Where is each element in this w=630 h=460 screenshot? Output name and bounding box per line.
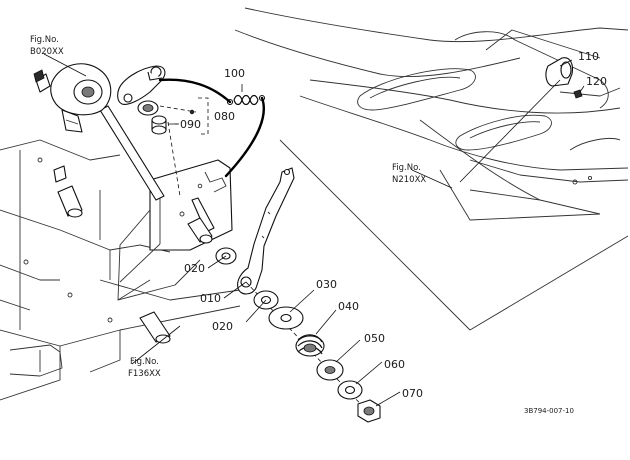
- callout-110: 110: [578, 50, 599, 63]
- part-090-collar: [151, 115, 167, 135]
- callout-100: 100: [224, 67, 245, 80]
- figure-references: Fig.No. B020XX Fig.No. N210XX Fig.No. F1…: [30, 35, 426, 379]
- callout-040: 040: [338, 300, 359, 313]
- callout-090: 090: [180, 118, 201, 131]
- fig-label-b020: Fig.No.: [30, 35, 59, 45]
- callout-070: 070: [402, 387, 423, 400]
- drawing-id: 3B794-007-10: [524, 407, 574, 415]
- part-050-washer: [316, 359, 344, 381]
- callout-010: 010: [200, 292, 221, 305]
- callout-050: 050: [364, 332, 385, 345]
- part-060-washer: [337, 380, 363, 400]
- spring-hook-wire-lower: [224, 96, 265, 178]
- part-080-bushing: [137, 100, 159, 116]
- part-070-nut: [357, 399, 381, 423]
- fig-ref-b020: B020XX: [30, 47, 64, 57]
- callout-020-upper: 020: [184, 262, 205, 275]
- callout-labels: 100 080 090 020 010 020 030 040 050 060 …: [180, 50, 607, 400]
- tension-arm: [117, 65, 166, 105]
- part-040-spring: [295, 334, 325, 357]
- dashed-leader-080: [159, 105, 197, 113]
- callout-020-lower: 020: [212, 320, 233, 333]
- part-030-plate: [268, 306, 304, 330]
- fig-ref-n210: N210XX: [392, 175, 426, 185]
- fig-label-n210: Fig.No.: [392, 163, 421, 173]
- fig-label-f136: Fig.No.: [130, 357, 159, 367]
- callout-120: 120: [586, 75, 607, 88]
- part-100-spring: [226, 94, 266, 106]
- leader-lines: [43, 53, 585, 407]
- part-010-lever: [237, 167, 295, 295]
- fig-ref-f136: F136XX: [128, 369, 161, 379]
- dot-080: [189, 109, 195, 115]
- b020-assembly: [33, 63, 112, 133]
- callout-060: 060: [384, 358, 405, 371]
- dashed-axis-arm: [167, 121, 181, 197]
- callout-080: 080: [214, 110, 235, 123]
- spring-hook-wire-upper: [158, 78, 232, 104]
- part-110-cap: [545, 57, 574, 87]
- bracket-080: [198, 97, 209, 135]
- callout-030: 030: [316, 278, 337, 291]
